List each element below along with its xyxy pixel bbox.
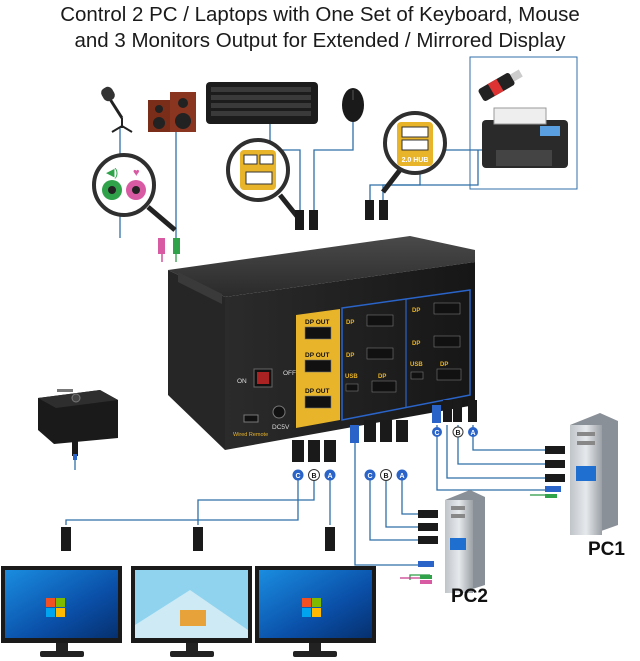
pc1-dp-a-label: DP: [378, 374, 386, 380]
page-title: Control 2 PC / Laptops with One Set of K…: [0, 2, 640, 54]
speakers-icon: [148, 92, 196, 132]
pc1-dp-b-label: DP: [346, 353, 354, 359]
usb-port-label-1: USB: [345, 374, 358, 380]
pc1-tag-a: A: [470, 430, 475, 437]
pc2-dp-a-label: DP: [440, 362, 448, 368]
pc1-tag-c: C: [434, 430, 439, 437]
audio-port-zoom: ◀) ♥: [92, 153, 177, 232]
on-label: ON: [237, 378, 247, 385]
pc2-dp-b-label: DP: [412, 341, 420, 347]
pc1-tower: [570, 413, 618, 535]
pc2-tag-a: A: [399, 473, 404, 480]
microphone-icon: [101, 86, 133, 133]
dc5v-label: DC5V: [272, 424, 290, 431]
cable-tags: [292, 426, 478, 481]
pc2-tower: [445, 490, 485, 593]
switch-cable-plugs: [292, 400, 477, 462]
usb-plugs-top: [295, 200, 388, 230]
pc1-label: PC1: [588, 539, 625, 560]
printer-icon: [469, 56, 578, 190]
pc1-dp-c-label: DP: [346, 320, 354, 326]
wired-remote-label: Wired Remote: [233, 432, 268, 438]
pc2-tag-b: B: [383, 473, 388, 480]
dp-out-1-label: DP OUT: [305, 319, 329, 326]
pc-plugs: [418, 446, 565, 584]
title-line-1: Control 2 PC / Laptops with One Set of K…: [60, 3, 580, 26]
off-label: OFF: [283, 370, 296, 377]
kvm-switch: [168, 236, 475, 450]
usb-port-zoom-right: 2.0 HUB: [381, 111, 447, 194]
audio-plugs: [158, 238, 180, 254]
pc2-tag-c: C: [367, 473, 372, 480]
usb-drive-icon: [478, 69, 523, 101]
wired-remote: [38, 389, 118, 460]
pc1-tag-b: B: [455, 430, 460, 437]
monitor-cable-plugs: [61, 527, 335, 551]
pc2-label: PC2: [451, 586, 488, 607]
monitor-2: [131, 566, 252, 657]
monitor-3: [255, 566, 376, 657]
pc2-dp-c-label: DP: [412, 308, 420, 314]
usb-port-zoom-left: [226, 138, 302, 222]
dp-out-3-label: DP OUT: [305, 388, 329, 395]
keyboard-icon: [206, 82, 318, 124]
monitor-1: [1, 566, 122, 657]
usb-port-label-2: USB: [410, 362, 423, 368]
dp-out-2-label: DP OUT: [305, 352, 329, 359]
monitor-tag-a: A: [327, 473, 332, 480]
svg-text:◀): ◀): [106, 167, 118, 179]
monitor-tag-c: C: [295, 473, 300, 480]
monitor-tag-b: B: [311, 473, 316, 480]
svg-text:♥: ♥: [133, 167, 140, 179]
mouse-icon: [342, 88, 364, 122]
hub-label: 2.0 HUB: [402, 157, 429, 164]
title-line-2: and 3 Monitors Output for Extended / Mir…: [74, 29, 566, 52]
